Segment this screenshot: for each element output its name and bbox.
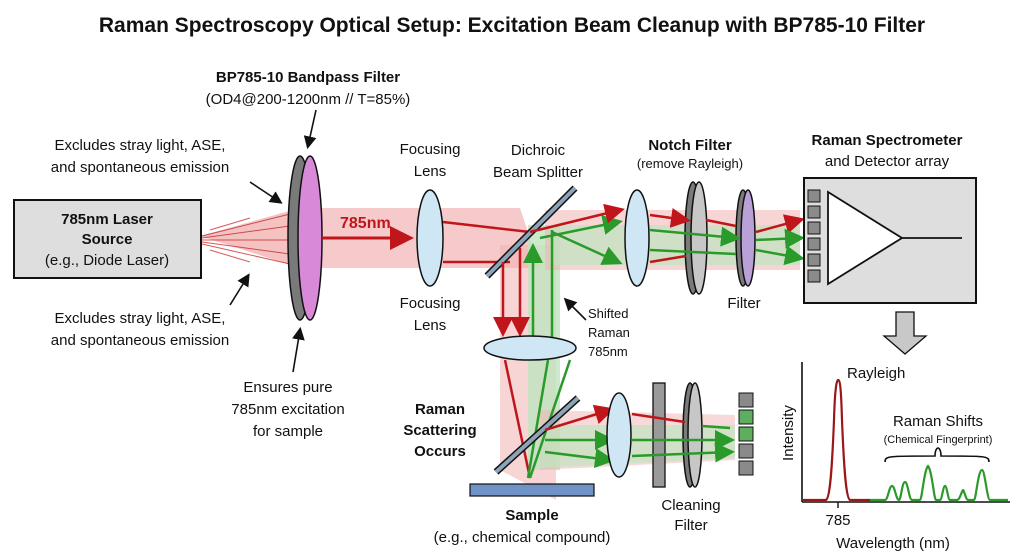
dichroic-label: Dichroic	[511, 142, 566, 159]
focusing-lens-top-label-2: Lens	[414, 163, 447, 180]
scattering-label-2: Scattering	[403, 422, 476, 439]
spectrometer-title: Raman Spectrometer	[812, 132, 963, 149]
filter-label: Filter	[727, 295, 760, 312]
rayleigh-peak	[803, 378, 870, 502]
detector-cells	[738, 392, 754, 476]
shifted-label-3: 785nm	[588, 344, 628, 359]
note-bottom-1: Excludes stray light, ASE,	[55, 310, 226, 327]
scattering-label: Raman	[415, 401, 465, 418]
collection-lens	[483, 335, 577, 361]
bandpass-filter	[287, 155, 323, 321]
laser-source-label: 785nm Laser	[61, 211, 153, 228]
spectrum-ylabel: Intensity	[780, 405, 797, 461]
focusing-lens-top-label: Focusing	[400, 141, 461, 158]
amplifier-triangle	[827, 190, 904, 286]
output-arrow	[882, 311, 928, 355]
cleaning-label-2: Filter	[674, 517, 707, 534]
spectrometer-sub: and Detector array	[825, 153, 950, 170]
spectrum-xlabel: Wavelength (nm)	[836, 535, 950, 552]
note-top-2: and spontaneous emission	[51, 159, 229, 176]
notch-lens	[624, 189, 650, 287]
dichroic-label-2: Beam Splitter	[493, 164, 583, 181]
page-title: Raman Spectroscopy Optical Setup: Excita…	[99, 14, 925, 37]
note-ensure-3: for sample	[253, 423, 323, 440]
filter-upper	[735, 189, 756, 287]
notch-sub: (remove Rayleigh)	[637, 156, 743, 171]
spectrum-tick-785: 785	[825, 512, 850, 529]
focusing-lens-top	[416, 189, 444, 287]
laser-source-box	[13, 199, 202, 279]
shifted-label: Shifted	[588, 306, 628, 321]
lower-lens	[606, 392, 632, 478]
raman-shifts-label: Raman Shifts	[893, 413, 983, 430]
notch-title: Notch Filter	[648, 137, 731, 154]
cleaning-filter-plate	[652, 382, 666, 488]
shifted-label-2: Raman	[588, 325, 630, 340]
focusing-lens-bottom-label-2: Lens	[414, 317, 447, 334]
detector-array	[807, 189, 821, 283]
fingerprint-label: (Chemical Fingerprint)	[884, 434, 993, 446]
sample-plate	[469, 483, 595, 497]
note-top-1: Excludes stray light, ASE,	[55, 137, 226, 154]
cleaning-label: Cleaning	[661, 497, 720, 514]
focusing-lens-bottom-label: Focusing	[400, 295, 461, 312]
beam-label-785nm: 785nm	[340, 215, 391, 232]
spectrum-plot	[801, 362, 1010, 508]
rayleigh-label: Rayleigh	[847, 365, 905, 382]
cleaning-filter	[682, 382, 703, 488]
laser-spray	[201, 213, 291, 265]
notch-filter	[684, 181, 708, 295]
note-bottom-2: and spontaneous emission	[51, 332, 229, 349]
sample-sub: (e.g., chemical compound)	[434, 529, 611, 546]
laser-source-example: (e.g., Diode Laser)	[45, 252, 169, 269]
bandpass-title: BP785-10 Bandpass Filter	[216, 69, 400, 86]
note-ensure-1: Ensures pure	[243, 379, 332, 396]
laser-source-label-2: Source	[82, 231, 133, 248]
bandpass-spec: (OD4@200-1200nm // T=85%)	[206, 91, 411, 108]
sample-title: Sample	[505, 507, 558, 524]
note-ensure-2: 785nm excitation	[231, 401, 344, 418]
scattering-label-3: Occurs	[414, 443, 466, 460]
raman-peaks	[870, 464, 1008, 502]
